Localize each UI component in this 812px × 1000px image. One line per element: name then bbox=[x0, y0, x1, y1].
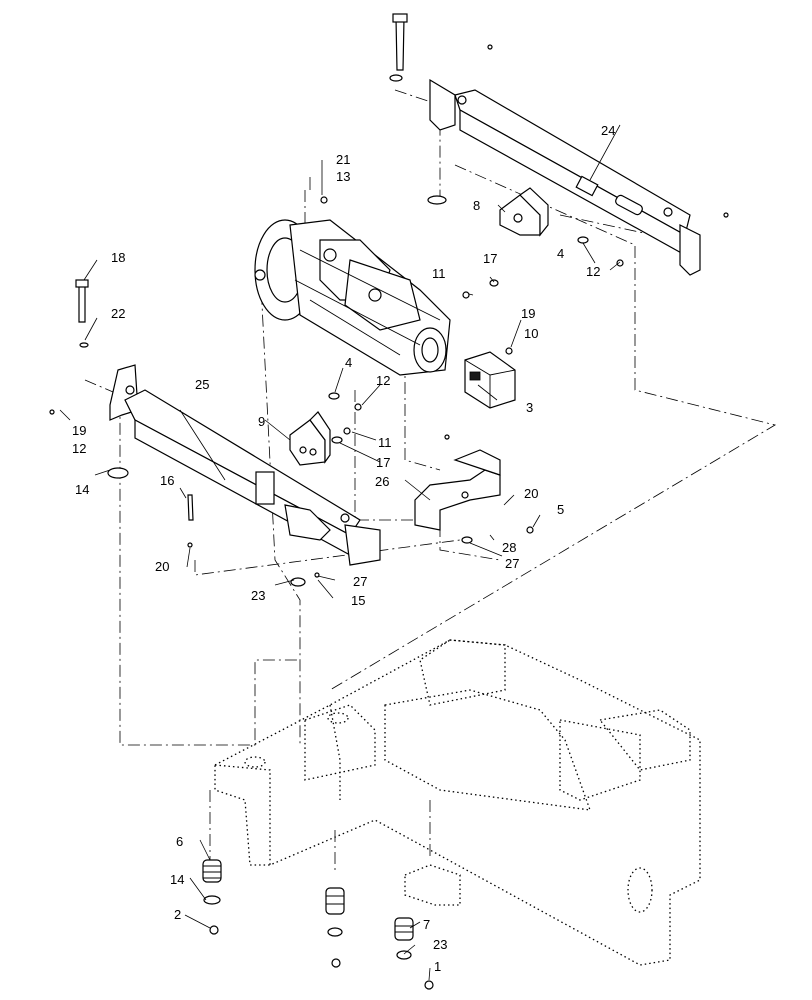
callout-25: 25 bbox=[195, 377, 209, 392]
callout-1: 1 bbox=[434, 959, 441, 974]
bracket-8 bbox=[499, 187, 549, 237]
callout-19: 19 bbox=[72, 423, 86, 438]
callout-11: 11 bbox=[432, 266, 446, 281]
callout-12: 12 bbox=[72, 441, 86, 456]
callout-19: 19 bbox=[521, 306, 535, 321]
hydraulic-pump-assembly bbox=[254, 219, 451, 376]
callout-14: 14 bbox=[75, 482, 89, 497]
callout-20: 20 bbox=[524, 486, 538, 501]
callout-27: 27 bbox=[353, 574, 367, 589]
callout-17: 17 bbox=[483, 251, 497, 266]
callout-12: 12 bbox=[376, 373, 390, 388]
fasteners bbox=[49, 13, 729, 587]
callout-23: 23 bbox=[251, 588, 265, 603]
callout-7: 7 bbox=[423, 917, 430, 932]
callout-23: 23 bbox=[433, 937, 447, 952]
crossmember-25 bbox=[109, 364, 381, 566]
callout-28: 28 bbox=[502, 540, 516, 555]
callout-8: 8 bbox=[473, 198, 480, 213]
bracket-26 bbox=[414, 449, 501, 531]
callout-10: 10 bbox=[524, 326, 538, 341]
callout-labels: 24 21 13 8 17 11 4 12 18 22 19 10 4 12 2… bbox=[72, 123, 615, 974]
callout-12: 12 bbox=[586, 264, 600, 279]
callout-4: 4 bbox=[557, 246, 564, 261]
callout-26: 26 bbox=[375, 474, 389, 489]
callout-18: 18 bbox=[111, 250, 125, 265]
callout-4: 4 bbox=[345, 355, 352, 370]
callout-6: 6 bbox=[176, 834, 183, 849]
block-3 bbox=[464, 351, 516, 409]
leader-lines bbox=[59, 124, 621, 981]
callout-9: 9 bbox=[258, 414, 265, 429]
callout-5: 5 bbox=[557, 502, 564, 517]
callout-27: 27 bbox=[505, 556, 519, 571]
bracket-9 bbox=[289, 411, 331, 466]
callout-21: 21 bbox=[336, 152, 350, 167]
callout-13: 13 bbox=[336, 169, 350, 184]
callout-3: 3 bbox=[526, 400, 533, 415]
crossmember-24 bbox=[429, 78, 701, 276]
callout-20: 20 bbox=[155, 559, 169, 574]
callout-24: 24 bbox=[601, 123, 615, 138]
main-frame bbox=[214, 639, 701, 966]
callout-15: 15 bbox=[351, 593, 365, 608]
callout-22: 22 bbox=[111, 306, 125, 321]
callout-17: 17 bbox=[376, 455, 390, 470]
callout-14: 14 bbox=[170, 872, 184, 887]
callout-2: 2 bbox=[174, 907, 181, 922]
mounts-lower bbox=[202, 859, 461, 990]
callout-11: 11 bbox=[378, 435, 392, 450]
callout-16: 16 bbox=[160, 473, 174, 488]
